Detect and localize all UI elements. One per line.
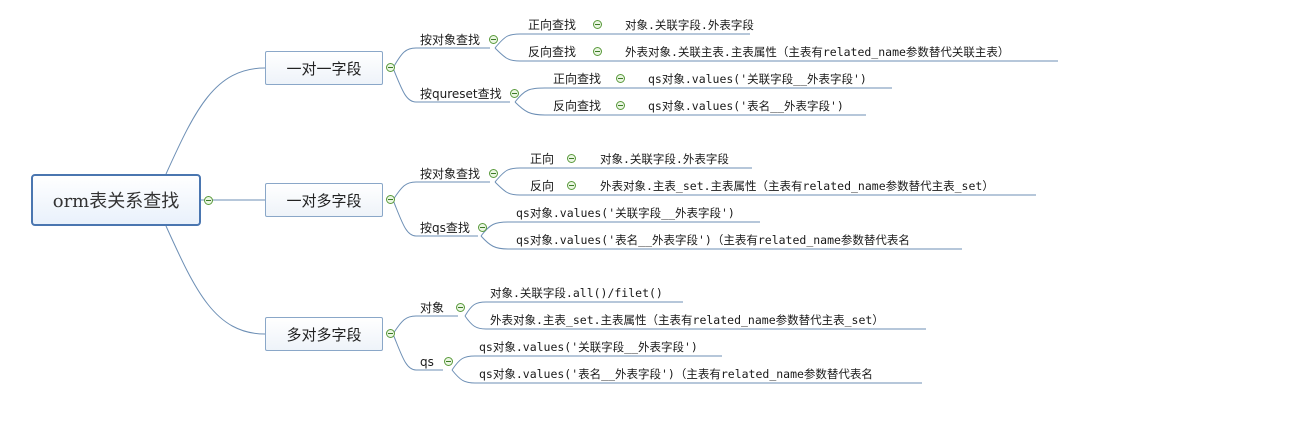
item-value[interactable]: 外表对象.关联主表.主表属性（主表有related_name参数替代关联主表） bbox=[625, 45, 1010, 59]
group-toggle-icon[interactable] bbox=[510, 89, 519, 98]
branch-label: 多对多字段 bbox=[286, 325, 362, 344]
root-topic[interactable]: orm表关系查找 bbox=[31, 174, 201, 226]
group-toggle-icon[interactable] bbox=[489, 35, 498, 44]
item-key[interactable]: 正向查找 bbox=[528, 18, 577, 32]
item-key[interactable]: 反向查找 bbox=[528, 45, 577, 59]
item-value[interactable]: 外表对象.主表_set.主表属性（主表有related_name参数替代主表_s… bbox=[490, 313, 884, 327]
group-label[interactable]: 按对象查找 bbox=[420, 33, 481, 47]
group-label[interactable]: 按qs查找 bbox=[420, 221, 470, 235]
branch-label: 一对多字段 bbox=[286, 191, 362, 210]
item-value[interactable]: 对象.关联字段.外表字段 bbox=[600, 152, 729, 166]
group-label[interactable]: qs bbox=[420, 355, 434, 369]
group-label[interactable]: 对象 bbox=[420, 301, 445, 315]
item-toggle-icon[interactable] bbox=[616, 74, 625, 83]
branch-label: 一对一字段 bbox=[286, 59, 362, 78]
item-toggle-icon[interactable] bbox=[593, 20, 602, 29]
branch-many-to-many[interactable]: 多对多字段 bbox=[265, 317, 383, 351]
group-toggle-icon[interactable] bbox=[489, 169, 498, 178]
item-toggle-icon[interactable] bbox=[567, 154, 576, 163]
root-collapse-toggle-icon[interactable] bbox=[204, 196, 213, 205]
group-toggle-icon[interactable] bbox=[456, 303, 465, 312]
item-toggle-icon[interactable] bbox=[567, 181, 576, 190]
root-topic-label: orm表关系查找 bbox=[52, 191, 180, 212]
item-value[interactable]: qs对象.values('关联字段__外表字段') bbox=[479, 340, 698, 354]
item-key[interactable]: 反向查找 bbox=[553, 99, 602, 113]
branch-one-to-one-toggle-icon[interactable] bbox=[386, 63, 395, 72]
item-toggle-icon[interactable] bbox=[616, 101, 625, 110]
group-label[interactable]: 按qureset查找 bbox=[420, 87, 502, 101]
branch-one-to-many-toggle-icon[interactable] bbox=[386, 195, 395, 204]
item-key[interactable]: 反向 bbox=[530, 179, 555, 193]
item-key[interactable]: 正向 bbox=[530, 152, 555, 166]
item-value[interactable]: qs对象.values('关联字段__外表字段') bbox=[516, 206, 735, 220]
item-value[interactable]: 对象.关联字段.外表字段 bbox=[625, 18, 754, 32]
item-toggle-icon[interactable] bbox=[593, 47, 602, 56]
item-value[interactable]: qs对象.values('表名__外表字段') bbox=[648, 99, 844, 113]
branch-many-to-many-toggle-icon[interactable] bbox=[386, 329, 395, 338]
item-value[interactable]: qs对象.values('表名__外表字段')（主表有related_name参… bbox=[479, 367, 873, 381]
item-value[interactable]: 对象.关联字段.all()/filet() bbox=[490, 286, 663, 300]
branch-one-to-many[interactable]: 一对多字段 bbox=[265, 183, 383, 217]
item-value[interactable]: qs对象.values('关联字段__外表字段') bbox=[648, 72, 867, 86]
group-label[interactable]: 按对象查找 bbox=[420, 167, 481, 181]
group-toggle-icon[interactable] bbox=[478, 223, 487, 232]
item-key[interactable]: 正向查找 bbox=[553, 72, 602, 86]
group-toggle-icon[interactable] bbox=[444, 357, 453, 366]
item-value[interactable]: qs对象.values('表名__外表字段')（主表有related_name参… bbox=[516, 233, 910, 247]
item-value[interactable]: 外表对象.主表_set.主表属性（主表有related_name参数替代主表_s… bbox=[600, 179, 994, 193]
branch-one-to-one[interactable]: 一对一字段 bbox=[265, 51, 383, 85]
